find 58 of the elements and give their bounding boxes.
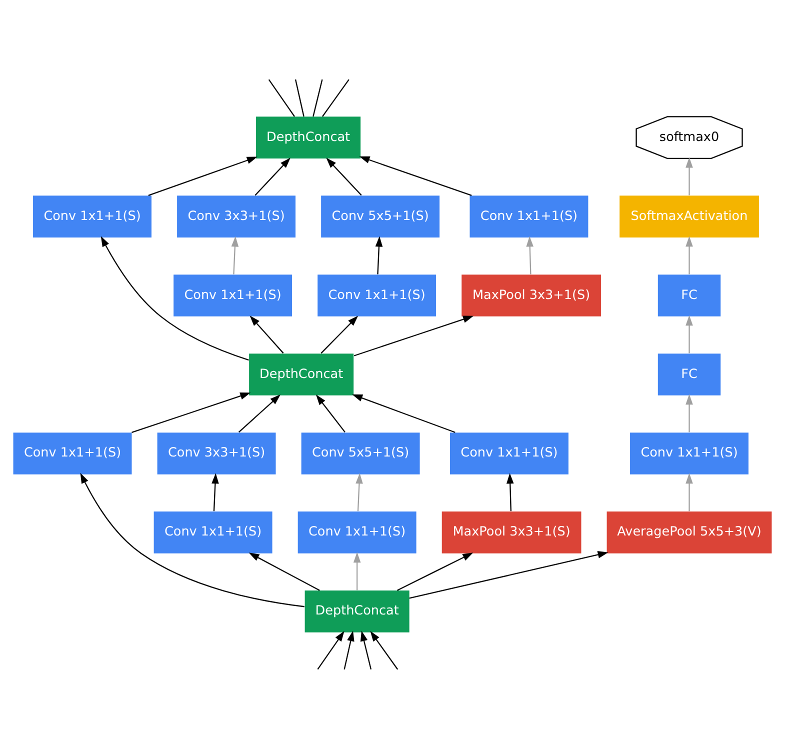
node-box: SoftmaxActivation xyxy=(620,196,759,238)
arrow xyxy=(397,552,474,591)
arrow xyxy=(254,158,290,196)
node-box: Conv 1x1+1(S) xyxy=(630,432,748,474)
arrow xyxy=(231,236,239,274)
connector xyxy=(312,79,323,117)
arrow xyxy=(359,156,472,196)
arrow xyxy=(375,236,383,274)
node-box: MaxPool 3x3+1(S) xyxy=(442,512,582,554)
arrow xyxy=(506,473,514,512)
connector xyxy=(268,79,295,117)
node-box: DepthConcat xyxy=(304,590,410,632)
node-box: DepthConcat xyxy=(256,116,361,158)
arrow xyxy=(360,630,372,670)
arrow xyxy=(317,630,344,670)
arrow xyxy=(686,157,693,196)
connector xyxy=(294,79,304,117)
arrow xyxy=(352,394,456,433)
node-box: FC xyxy=(658,274,721,316)
node-box: DepthConcat xyxy=(249,354,354,396)
arrow xyxy=(248,552,320,591)
node-box: Conv 1x1+1(S) xyxy=(174,274,292,316)
node-box: MaxPool 3x3+1(S) xyxy=(462,274,601,316)
node-box: Conv 3x3+1(S) xyxy=(157,432,276,474)
arrow xyxy=(354,316,474,356)
arrow xyxy=(320,316,358,354)
node-box: AveragePool 5x5+3(V) xyxy=(606,512,772,554)
node-box: Conv 1x1+1(S) xyxy=(13,432,132,474)
node-box: Conv 1x1+1(S) xyxy=(450,432,568,474)
arrow xyxy=(526,236,534,274)
arrow xyxy=(316,394,346,433)
arrow xyxy=(356,473,363,512)
connector xyxy=(322,79,350,117)
arrow xyxy=(80,472,304,608)
node-box: FC xyxy=(658,354,721,396)
arrow xyxy=(344,630,354,670)
arrow xyxy=(148,156,258,196)
node-box: Conv 1x1+1(S) xyxy=(33,196,152,238)
arrow xyxy=(238,394,280,433)
node-box: Conv 5x5+1(S) xyxy=(301,432,420,474)
arrow xyxy=(132,392,251,434)
node-box: Conv 1x1+1(S) xyxy=(298,512,416,554)
arrow xyxy=(326,158,362,196)
node-box: Conv 1x1+1(S) xyxy=(154,512,272,554)
arrow xyxy=(409,551,608,599)
node-box: Conv 1x1+1(S) xyxy=(470,196,588,238)
arrow xyxy=(370,631,398,670)
node-box: Conv 1x1+1(S) xyxy=(318,274,436,316)
arrow xyxy=(686,236,693,274)
node-box: Conv 5x5+1(S) xyxy=(321,196,440,238)
arrow xyxy=(686,315,693,354)
arrow xyxy=(212,473,219,512)
arrow xyxy=(353,552,361,590)
arrow xyxy=(686,473,693,512)
arrow xyxy=(250,316,284,354)
node-box: Conv 3x3+1(S) xyxy=(177,196,296,238)
arrow xyxy=(686,394,693,432)
arrow xyxy=(100,236,249,361)
